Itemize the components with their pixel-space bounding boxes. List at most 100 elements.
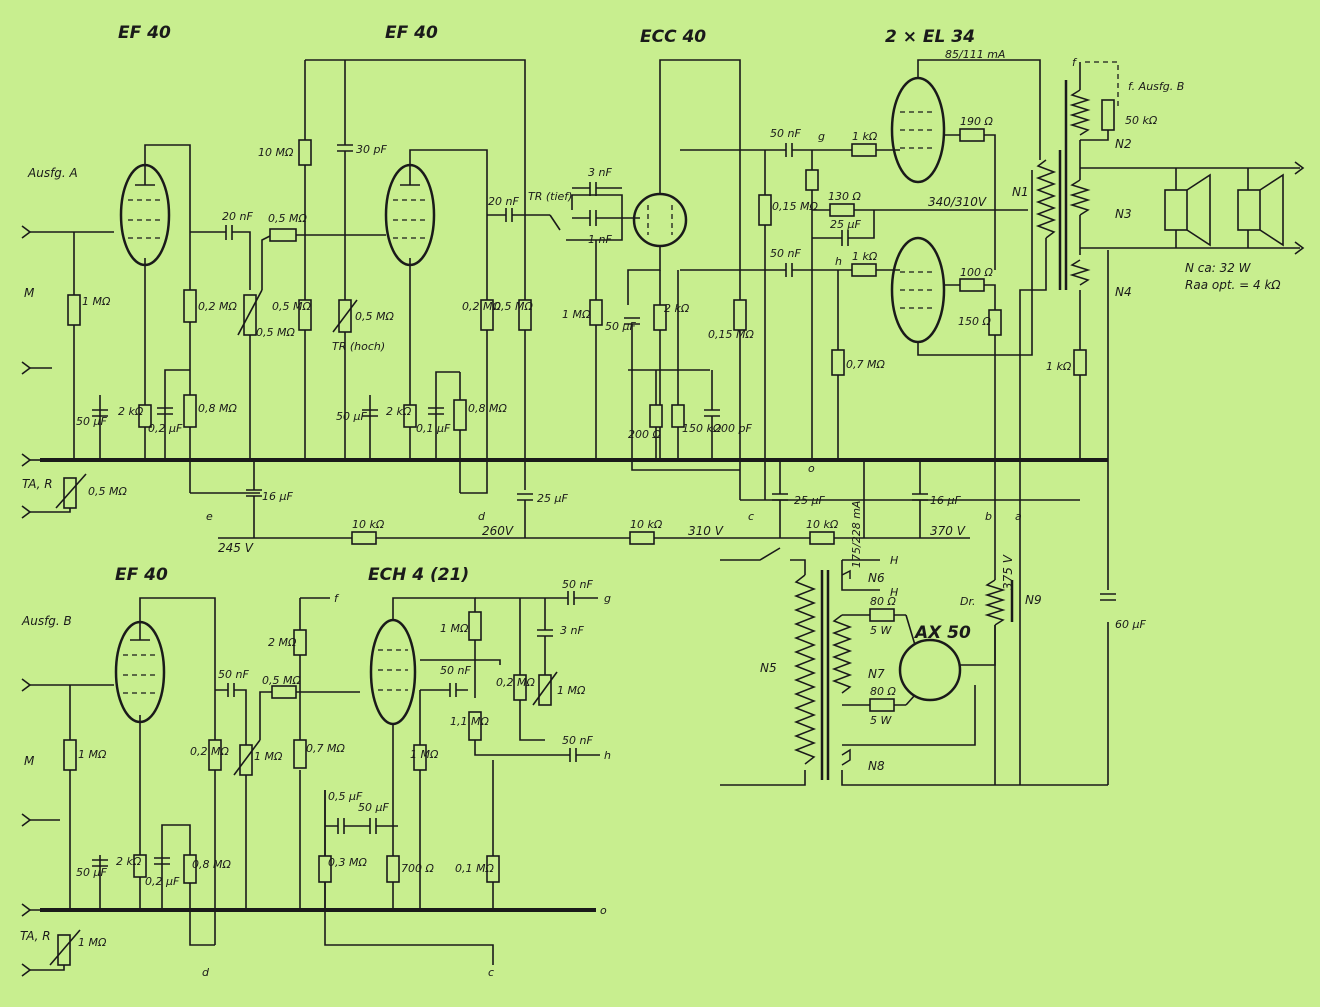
label-r-02m-d: 0,2 MΩ (190, 745, 229, 758)
label-c-60u: 60 µF (1115, 618, 1146, 631)
node-f: f (1072, 56, 1078, 69)
resistor-10m (298, 139, 312, 166)
pot-50k (1101, 99, 1115, 131)
tube-label-v3: ECC 40 (640, 27, 706, 47)
label-c-02u-d: 0,2 µF (145, 875, 180, 888)
label-n9: N9 (1025, 593, 1042, 607)
resistor-10k-b (629, 531, 655, 545)
input-jacks (21, 161, 1305, 977)
coil-n3 (1069, 179, 1091, 216)
resistor-grid-g (805, 169, 819, 191)
label-c-50n-e: 50 nF (440, 664, 471, 677)
tone-control-tief (549, 182, 640, 460)
label-r-50k: 50 kΩ (1125, 114, 1158, 127)
label-r-1m-a: 1 MΩ (82, 295, 111, 308)
label-r-200: 200 Ω (628, 428, 661, 441)
label-tr-hoch: TR (hoch) (332, 340, 385, 353)
label-c-50n-g2: 50 nF (562, 578, 593, 591)
label-r-130: 130 Ω (828, 190, 861, 203)
capacitor-200p (704, 370, 720, 460)
input-label-ausg-a: Ausfg. A (27, 166, 78, 180)
coil-n6 (841, 569, 851, 579)
power-supply (720, 460, 1108, 786)
tube-ax50 (898, 638, 962, 702)
capacitor-50n-e (420, 659, 501, 697)
capacitor-3n (572, 182, 622, 196)
capacitor-25u-b (772, 460, 788, 538)
capacitor-50u-b (362, 395, 378, 460)
label-r-2k-c: 2 kΩ (664, 302, 690, 315)
label-h2: H (890, 586, 898, 599)
stage-ecc40 (624, 59, 850, 500)
jack-ausg-a (21, 225, 32, 239)
voltage-375: 375 V (1001, 554, 1015, 590)
resistor-2m (293, 629, 307, 656)
stage-ef40-1 (30, 144, 345, 538)
resistor-2k-b (403, 404, 417, 428)
label-r-1m-tar2: 1 MΩ (78, 936, 107, 949)
input-label-m2: M (24, 754, 35, 768)
current-pwr: 175/228 mA (850, 501, 863, 568)
label-r-10k-b: 10 kΩ (630, 518, 663, 531)
current-out: 85/111 mA (945, 48, 1005, 61)
label-r-08m-b: 0,8 MΩ (468, 402, 507, 415)
label-h1: H (890, 554, 898, 567)
resistor-2k-a (138, 404, 152, 428)
capacitor-50n-g (680, 143, 850, 157)
label-r-100: 100 Ω (960, 266, 993, 279)
node-h: h (835, 255, 842, 268)
jack-tar1 (21, 505, 32, 519)
tube-label-v6: ECH 4 (21) (368, 565, 469, 585)
label-r-2k-b: 2 kΩ (386, 405, 412, 418)
label-r-07m: 0,7 MΩ (846, 358, 885, 371)
label-r-02m-a: 0,2 MΩ (198, 300, 237, 313)
label-r-1m-f: 1 MΩ (410, 748, 439, 761)
coil-n7 (831, 614, 853, 694)
label-r-05m-d: 0,5 MΩ (262, 674, 301, 687)
resistor-02m-e (513, 674, 527, 701)
label-r-2k-d: 2 kΩ (116, 855, 142, 868)
label-r-2k-a: 2 kΩ (118, 405, 144, 418)
input-label-m1: M (24, 286, 35, 300)
label-r-05m-pot: 0,5 MΩ (256, 326, 295, 339)
label-c-25u-k: 25 µF (830, 218, 861, 231)
capacitor-50n-g2 (475, 591, 598, 605)
node-b: b (985, 510, 992, 523)
label-r-11m: 1,1 MΩ (450, 715, 489, 728)
capacitor-60u (1100, 593, 1116, 601)
label-c-50u-e: 50 µF (358, 801, 389, 814)
label-r-02m-b: 0,2 MΩ (462, 300, 501, 313)
capacitor-3n-b (537, 598, 553, 675)
resistor-2k-c (653, 304, 667, 331)
label-r-190: 190 Ω (960, 115, 993, 128)
capacitor-16u-a (246, 460, 262, 538)
voltage-260: 260V (482, 524, 514, 538)
label-c-200p: 200 pF (714, 422, 752, 435)
node-o2: o (600, 904, 607, 917)
input-label-ausg-b: Ausfg. B (21, 614, 72, 628)
label-n7: N7 (868, 667, 885, 681)
resistor-07m-d (293, 739, 307, 769)
resistor-100 (959, 278, 985, 292)
jack-gnd1 (21, 453, 32, 467)
voltage-370: 370 V (930, 524, 966, 538)
label-r-2m: 2 MΩ (268, 636, 297, 649)
stage-ef40-3 (30, 597, 360, 971)
pot-1m-c (538, 674, 552, 706)
label-r-10k-a: 10 kΩ (352, 518, 385, 531)
input-label-tar2: TA, R (20, 929, 51, 943)
node-d2: d (202, 966, 210, 979)
coil-n8 (841, 748, 851, 766)
label-r-1m-c: 1 MΩ (562, 308, 591, 321)
stage-ech4 (293, 591, 600, 965)
label-c-20n-a: 20 nF (222, 210, 253, 223)
resistor-1m-f (413, 744, 427, 771)
label-r-1m-d: 1 MΩ (78, 748, 107, 761)
capacitor-50u-a (92, 395, 108, 460)
node-c2: c (488, 966, 494, 979)
resistor-130 (829, 203, 855, 217)
label-n-ca: N ca: 32 W (1185, 261, 1252, 275)
label-w-5-b: 5 W (870, 714, 892, 727)
label-ausg-b-out: f. Ausfg. B (1128, 80, 1184, 93)
pot-05m-a (243, 294, 257, 336)
